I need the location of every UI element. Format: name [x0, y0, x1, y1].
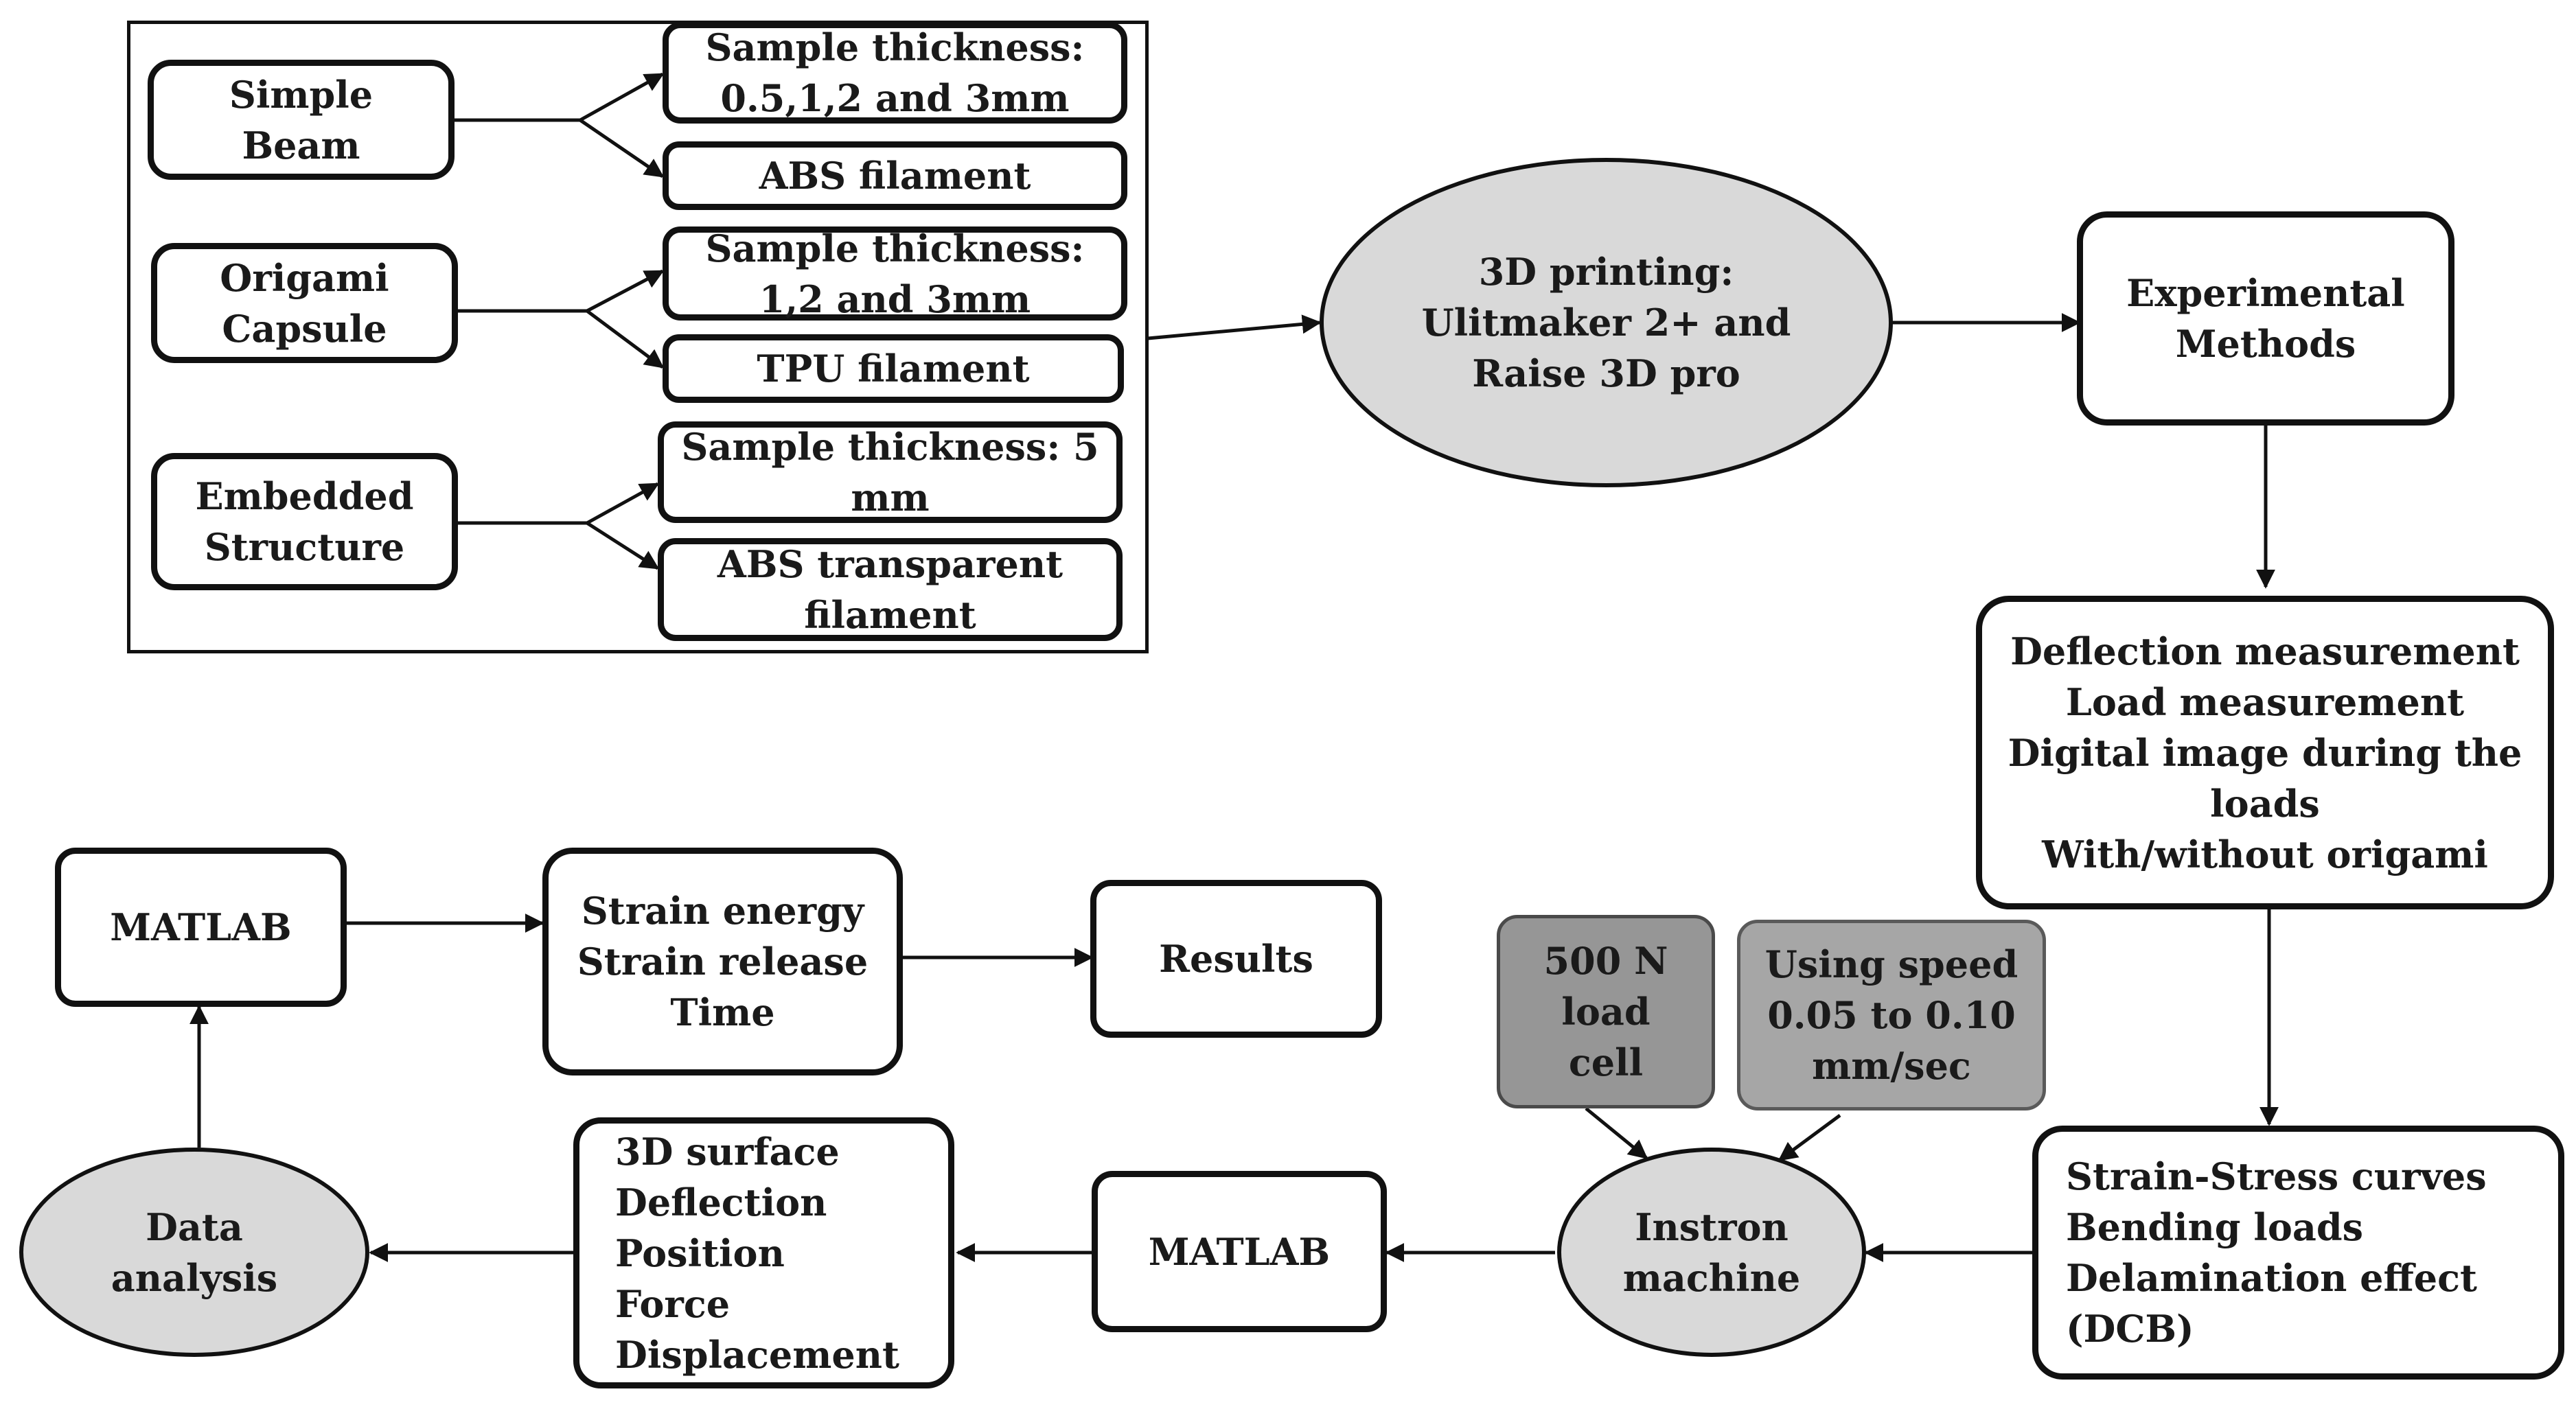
connector-origami-to-tpu [586, 309, 665, 369]
sample-preparation-group [127, 21, 1149, 653]
node-abs-filament: ABS filament [663, 141, 1127, 210]
node-stress-curves: Strain-Stress curves Bending loads Delam… [2032, 1126, 2564, 1380]
node-experimental-methods-label: Experimental Methods [2126, 271, 2405, 366]
node-strain-energy: Strain energy Strain release Time [542, 848, 903, 1075]
node-simple-beam: Simple Beam [148, 60, 455, 180]
connector-embedded-to-abs-transparent [586, 521, 660, 570]
node-3d-surface-results-label: 3D surface Deflection Position Force Dis… [615, 1129, 899, 1377]
node-instron-machine-label: Instron machine [1622, 1205, 1801, 1300]
node-tpu-filament: TPU filament [663, 334, 1124, 403]
node-results: Results [1090, 880, 1382, 1038]
connector-simple-beam-to-abs [579, 118, 665, 178]
node-data-analysis-label: Data analysis [111, 1205, 278, 1300]
node-measurements-label: Deflection measurement Load measurement … [2008, 629, 2522, 876]
node-matlab-bottom-label: MATLAB [1148, 1229, 1331, 1274]
node-simple-beam-label: Simple Beam [229, 72, 373, 167]
node-matlab-top-label: MATLAB [110, 905, 292, 949]
node-simple-beam-thickness: Sample thickness: 0.5,1,2 and 3mm [663, 22, 1127, 124]
node-origami-thickness: Sample thickness: 1,2 and 3mm [663, 226, 1127, 321]
node-abs-transparent-filament: ABS transparent filament [658, 538, 1123, 641]
node-embedded-thickness-label: Sample thickness: 5 mm [681, 425, 1099, 520]
node-embedded-structure: Embedded Structure [151, 453, 458, 590]
connector-embedded-to-thickness [586, 482, 660, 525]
node-origami-capsule: Origami Capsule [151, 243, 458, 363]
node-embedded-thickness: Sample thickness: 5 mm [658, 421, 1123, 523]
node-data-analysis: Data analysis [19, 1148, 369, 1357]
node-measurements: Deflection measurement Load measurement … [1976, 596, 2554, 909]
node-results-label: Results [1159, 937, 1313, 981]
node-using-speed-label: Using speed 0.05 to 0.10 mm/sec [1764, 942, 2019, 1088]
node-abs-filament-label: ABS filament [759, 154, 1031, 198]
node-origami-capsule-label: Origami Capsule [220, 255, 389, 351]
node-500n-load-cell-label: 500 N load cell [1543, 939, 1668, 1084]
node-matlab-bottom: MATLAB [1092, 1171, 1387, 1332]
node-3d-surface-results: 3D surface Deflection Position Force Dis… [573, 1117, 954, 1388]
connector-origami-to-thickness [586, 269, 665, 313]
node-tpu-filament-label: TPU filament [757, 347, 1030, 391]
node-experimental-methods: Experimental Methods [2077, 211, 2454, 426]
node-using-speed: Using speed 0.05 to 0.10 mm/sec [1737, 920, 2046, 1111]
node-embedded-structure-label: Embedded Structure [195, 474, 414, 569]
node-simple-beam-thickness-label: Sample thickness: 0.5,1,2 and 3mm [705, 25, 1085, 120]
connector-speed-to-instron [1778, 1113, 1841, 1162]
node-3d-printing-label: 3D printing: Ulitmaker 2+ and Raise 3D p… [1421, 250, 1791, 395]
node-stress-curves-label: Strain-Stress curves Bending loads Delam… [2066, 1154, 2487, 1351]
node-3d-printing: 3D printing: Ulitmaker 2+ and Raise 3D p… [1320, 158, 1893, 487]
connector-simple-beam-to-thickness [579, 72, 665, 122]
node-matlab-top: MATLAB [55, 848, 347, 1007]
node-origami-thickness-label: Sample thickness: 1,2 and 3mm [705, 226, 1085, 321]
node-instron-machine: Instron machine [1557, 1148, 1866, 1357]
connector-loadcell-to-instron [1585, 1107, 1648, 1159]
connector-group-to-printing [1147, 314, 1322, 340]
node-strain-energy-label: Strain energy Strain release Time [577, 889, 869, 1034]
node-abs-transparent-filament-label: ABS transparent filament [717, 542, 1063, 637]
node-500n-load-cell: 500 N load cell [1497, 915, 1715, 1108]
